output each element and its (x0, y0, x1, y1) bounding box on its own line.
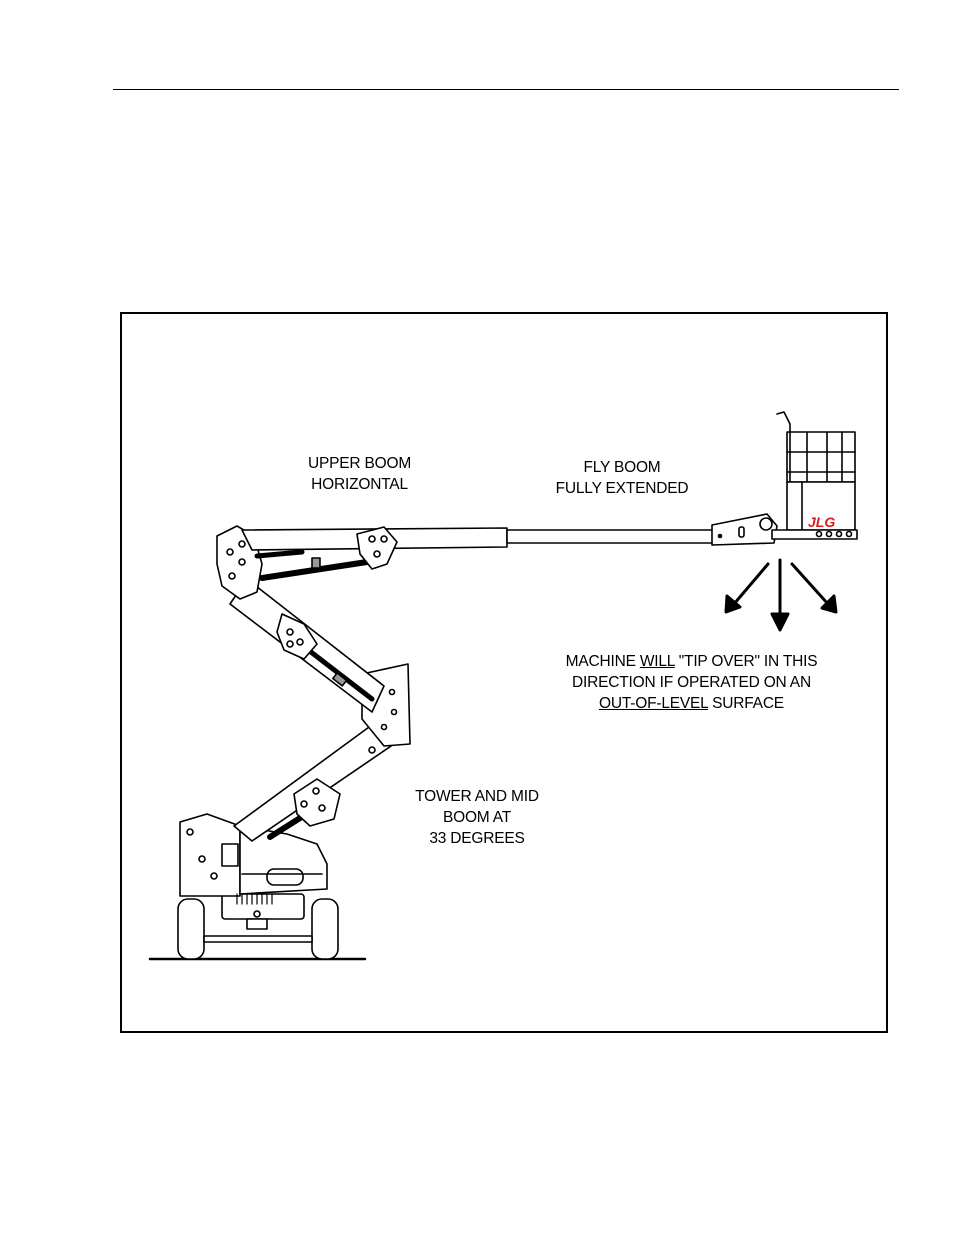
chassis (179, 813, 328, 930)
platform: JLG (771, 411, 858, 540)
upper-boom-label: UPPER BOOM HORIZONTAL (307, 455, 412, 493)
wheels (177, 898, 339, 960)
upper-boom (241, 526, 508, 581)
fly-boom (506, 513, 778, 546)
tower-boom (233, 718, 395, 842)
tip-arrows (724, 558, 838, 632)
figure-frame: JLG UPPER BOOM HORIZONTAL FLY BOOM FULLY… (120, 312, 888, 1033)
tip-over-warning: MACHINE WILL "TIP OVER" IN THIS DIRECTIO… (565, 653, 818, 712)
mid-boom (229, 578, 385, 713)
tower-boom-label: TOWER AND MID BOOM AT 33 DEGREES (415, 788, 539, 847)
boom-lift-illustration: JLG (148, 411, 858, 961)
jlg-logo: JLG (808, 514, 835, 530)
header-rule (113, 89, 899, 90)
fly-boom-label: FLY BOOM FULLY EXTENDED (555, 459, 689, 497)
